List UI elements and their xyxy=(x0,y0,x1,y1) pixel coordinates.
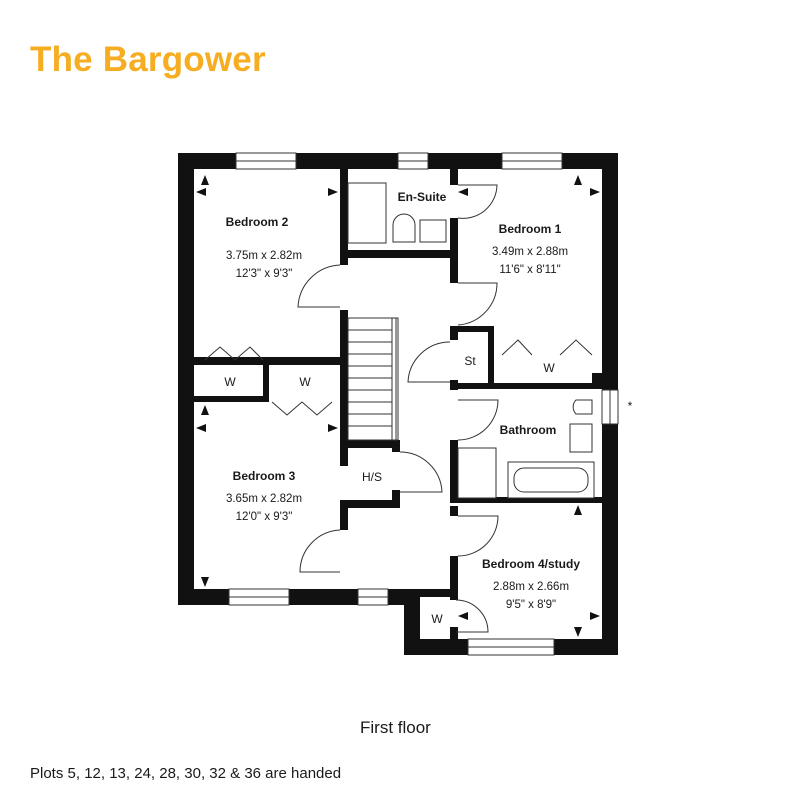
room-name: Bedroom 1 xyxy=(499,222,562,236)
room-metric: 3.65m x 2.82m xyxy=(226,493,302,505)
wardrobe-label-bed1: W xyxy=(543,361,555,375)
handed-plots-note: Plots 5, 12, 13, 24, 28, 30, 32 & 36 are… xyxy=(30,765,342,782)
room-imperial: 11'6" x 8'11" xyxy=(499,264,560,276)
room-imperial: 9'5" x 8'9" xyxy=(506,599,556,611)
room-imperial: 12'3" x 9'3" xyxy=(236,268,293,280)
wardrobe-label-bed2: W xyxy=(224,375,236,389)
room-name: Bedroom 3 xyxy=(233,469,296,483)
hot-store-label: H/S xyxy=(362,470,382,484)
room-name: Bedroom 4/study xyxy=(482,557,580,571)
bathroom-label: Bathroom xyxy=(500,423,557,437)
storage-label: St xyxy=(464,354,476,368)
room-bedroom-1: Bedroom 1 3.49m x 2.88m 11'6" x 8'11" xyxy=(492,222,568,276)
room-name: Bedroom 2 xyxy=(226,215,289,229)
room-metric: 3.75m x 2.82m xyxy=(226,250,302,262)
floor-label: First floor xyxy=(360,718,431,737)
page-title: The Bargower xyxy=(30,40,266,79)
asterisk-mark: * xyxy=(628,399,633,413)
wardrobe-label-bed3: W xyxy=(299,375,311,389)
room-bedroom-4: Bedroom 4/study 2.88m x 2.66m 9'5" x 8'9… xyxy=(482,557,580,611)
doors xyxy=(204,184,593,633)
room-metric: 2.88m x 2.66m xyxy=(493,581,569,593)
room-metric: 3.49m x 2.88m xyxy=(492,246,568,258)
dimension-markers xyxy=(196,175,600,637)
room-bedroom-3: Bedroom 3 3.65m x 2.82m 12'0" x 9'3" xyxy=(226,469,302,523)
wardrobe-label-bed4: W xyxy=(431,612,443,626)
en-suite-label: En-Suite xyxy=(398,190,447,204)
windows xyxy=(228,152,619,656)
fixtures xyxy=(347,182,595,499)
staircase xyxy=(347,317,399,441)
room-bedroom-2: Bedroom 2 3.75m x 2.82m 12'3" x 9'3" xyxy=(226,215,302,280)
internal-walls xyxy=(194,169,618,639)
room-imperial: 12'0" x 9'3" xyxy=(236,511,293,523)
